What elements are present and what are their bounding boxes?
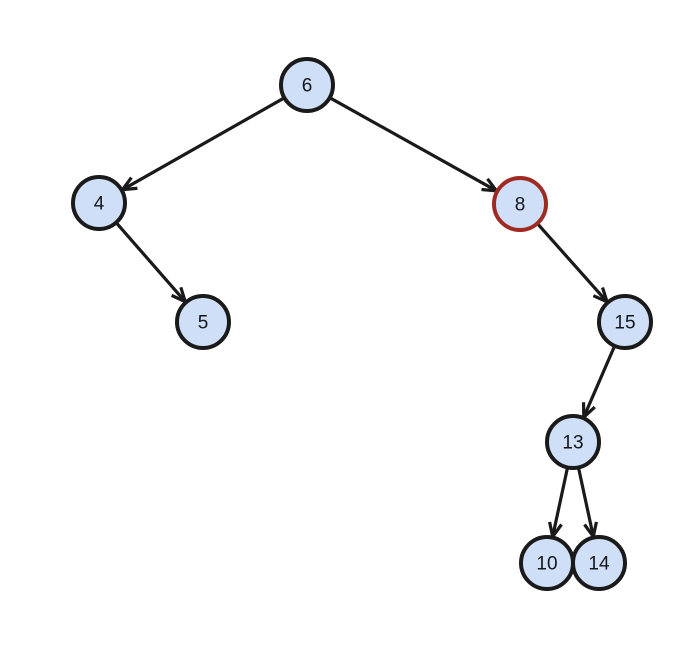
edge-line [115,222,187,303]
node-label: 6 [302,76,313,97]
node-label: 10 [536,554,557,575]
edge-line [536,223,609,303]
node-label: 8 [515,195,526,216]
tree-edge [577,468,598,541]
tree-node-15[interactable]: 15 [597,294,653,350]
node-label: 5 [198,313,209,334]
nodes-layer: 6 4 8 5 15 13 10 14 [71,57,653,591]
node-circle-highlighted[interactable] [492,176,548,232]
edge-line [121,96,285,192]
node-label: 4 [94,194,105,215]
tree-node-14[interactable]: 14 [571,535,627,591]
tree-node-13[interactable]: 13 [545,414,601,470]
tree-edge [581,346,616,421]
node-circle[interactable] [571,535,627,591]
tree-edge [115,222,188,305]
tree-edge [329,96,500,193]
edge-line [582,346,616,418]
tree-node-4[interactable]: 4 [71,175,127,231]
node-label: 13 [562,433,583,454]
node-label: 14 [588,554,610,575]
node-circle[interactable] [175,294,231,350]
edge-line [329,96,498,193]
edge-line [577,468,595,537]
tree-node-6[interactable]: 6 [279,57,335,113]
node-circle[interactable] [71,175,127,231]
tree-edge [536,223,610,305]
tree-node-10[interactable]: 10 [519,535,575,591]
tree-node-5[interactable]: 5 [175,294,231,350]
node-circle[interactable] [597,294,653,350]
tree-edge [119,96,285,192]
edge-line [551,468,569,537]
node-circle[interactable] [279,57,335,113]
tree-edge [548,468,569,541]
tree-node-8[interactable]: 8 [492,176,548,232]
node-circle[interactable] [545,414,601,470]
node-label: 15 [614,313,635,334]
